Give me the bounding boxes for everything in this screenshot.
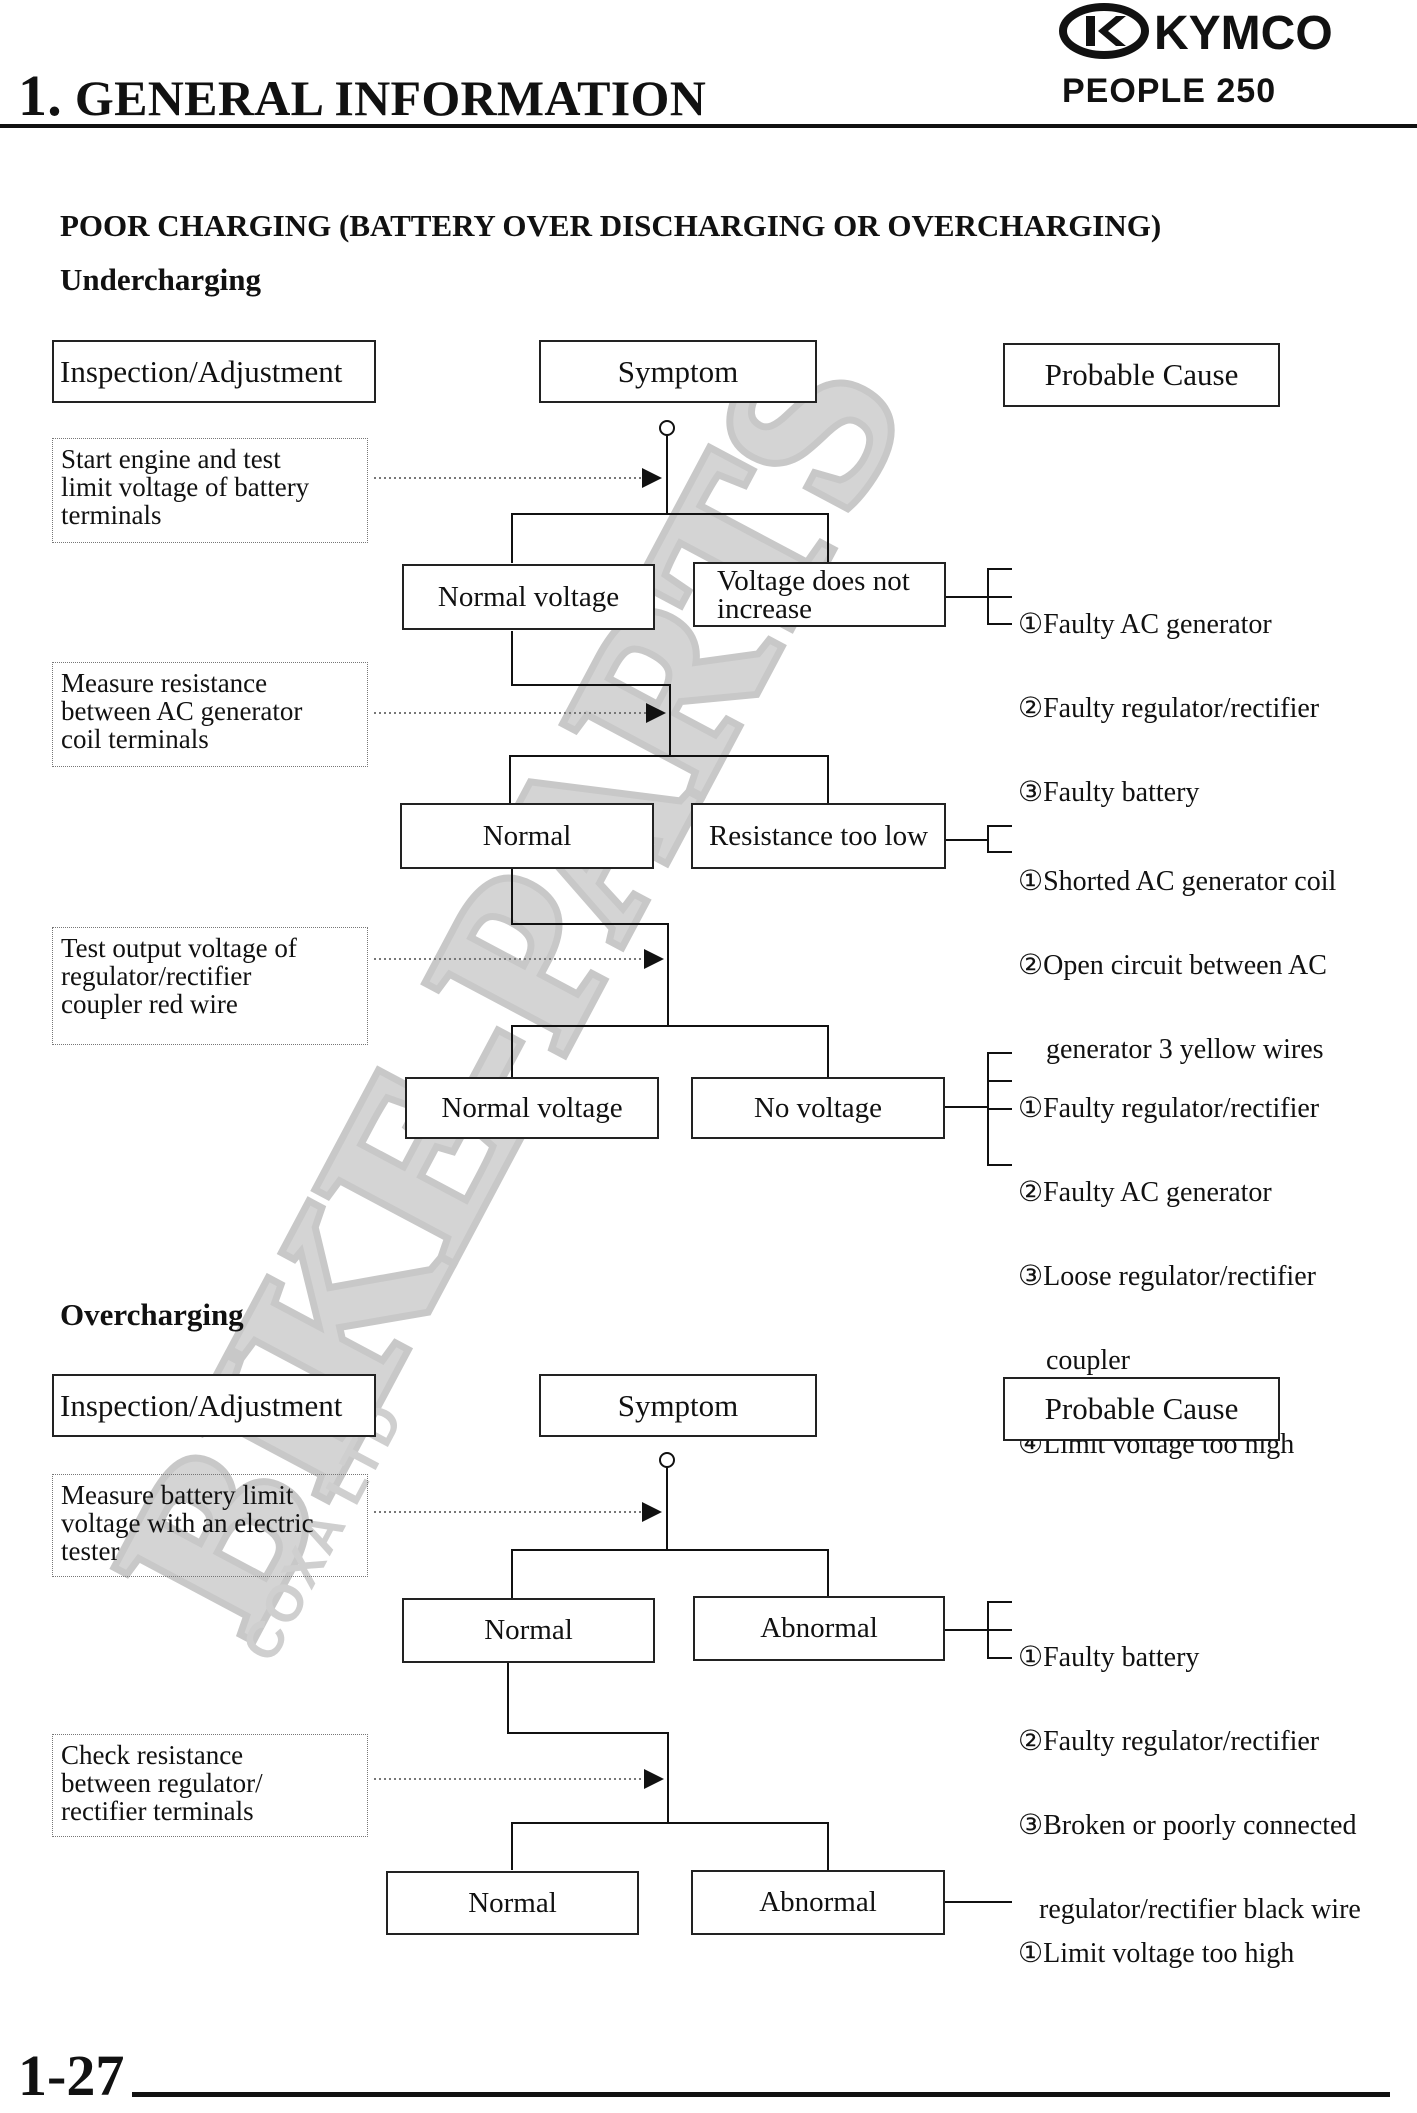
probable-causes: ①Faulty AC generator ②Faulty regulator/r… bbox=[1018, 555, 1319, 835]
cause-item: ①Faulty battery bbox=[1018, 1642, 1200, 1673]
symptom-fail: No voltage bbox=[691, 1077, 945, 1139]
cause-item: ①Faulty regulator/rectifier bbox=[1018, 1093, 1320, 1124]
symptom-normal: Normal voltage bbox=[405, 1077, 659, 1139]
cause-item: ③Faulty battery bbox=[1018, 777, 1200, 808]
page-number: 1-27 bbox=[18, 2043, 125, 2108]
inspection-step: Measure battery limit voltage with an el… bbox=[52, 1474, 368, 1577]
kymco-logo: KYMCO bbox=[1059, 3, 1333, 60]
inspection-step: Measure resistance between AC generator … bbox=[52, 662, 368, 767]
inspection-step: Test output voltage of regulator/rectifi… bbox=[52, 927, 368, 1045]
probable-causes: ①Faulty battery ②Faulty regulator/rectif… bbox=[1018, 1588, 1361, 1952]
cause-item: ①Faulty AC generator bbox=[1018, 609, 1272, 640]
page-title: 1. GENERAL INFORMATION bbox=[18, 62, 706, 129]
cause-item: generator 3 yellow wires bbox=[1018, 1034, 1324, 1065]
column-header-cause: Probable Cause bbox=[1003, 1377, 1280, 1441]
section-number: 1. bbox=[18, 63, 63, 128]
probable-causes: ①Shorted AC generator coil ②Open circuit… bbox=[1018, 812, 1336, 1092]
cause-item: ③Broken or poorly connected bbox=[1018, 1810, 1357, 1841]
inspection-step: Start engine and test limit voltage of b… bbox=[52, 438, 368, 543]
column-header-inspection: Inspection/Adjustment bbox=[52, 1374, 376, 1437]
cause-item: ②Faulty AC generator bbox=[1018, 1177, 1272, 1208]
cause-item: ①Shorted AC generator coil bbox=[1018, 866, 1337, 897]
cause-item: regulator/rectifier black wire bbox=[1018, 1894, 1361, 1925]
overcharging-heading: Overcharging bbox=[60, 1297, 244, 1332]
symptom-fail: Abnormal bbox=[691, 1870, 945, 1935]
symptom-normal: Normal bbox=[386, 1871, 639, 1935]
symptom-fail: Abnormal bbox=[693, 1596, 945, 1661]
cause-item: ②Open circuit between AC bbox=[1018, 950, 1327, 981]
cause-item: ①Limit voltage too high bbox=[1018, 1938, 1295, 1969]
inspection-step: Check resistance between regulator/ rect… bbox=[52, 1734, 368, 1837]
header-divider bbox=[0, 124, 1417, 128]
cause-item: ②Faulty regulator/rectifier bbox=[1018, 1726, 1320, 1757]
cause-item: ②Faulty regulator/rectifier bbox=[1018, 693, 1320, 724]
symptom-fail: Voltage does not increase bbox=[693, 562, 946, 627]
model-name: PEOPLE 250 bbox=[1062, 72, 1277, 110]
undercharging-heading: Undercharging bbox=[60, 262, 261, 297]
footer-divider bbox=[132, 2092, 1390, 2097]
column-header-symptom: Symptom bbox=[539, 340, 817, 403]
cause-item: ③Loose regulator/rectifier bbox=[1018, 1261, 1316, 1292]
symptom-normal: Normal voltage bbox=[402, 564, 655, 630]
column-header-cause: Probable Cause bbox=[1003, 343, 1280, 407]
section-title: GENERAL INFORMATION bbox=[74, 70, 707, 126]
symptom-normal: Normal bbox=[402, 1598, 655, 1663]
symptom-fail: Resistance too low bbox=[691, 803, 946, 869]
symptom-normal: Normal bbox=[400, 803, 654, 869]
cause-item: coupler bbox=[1018, 1345, 1130, 1376]
brand-name: KYMCO bbox=[1154, 7, 1333, 60]
column-header-symptom: Symptom bbox=[539, 1374, 817, 1437]
diagram-title: POOR CHARGING (BATTERY OVER DISCHARGING … bbox=[60, 208, 1162, 243]
column-header-inspection: Inspection/Adjustment bbox=[52, 340, 376, 403]
probable-causes: ①Limit voltage too high bbox=[1018, 1884, 1294, 1996]
